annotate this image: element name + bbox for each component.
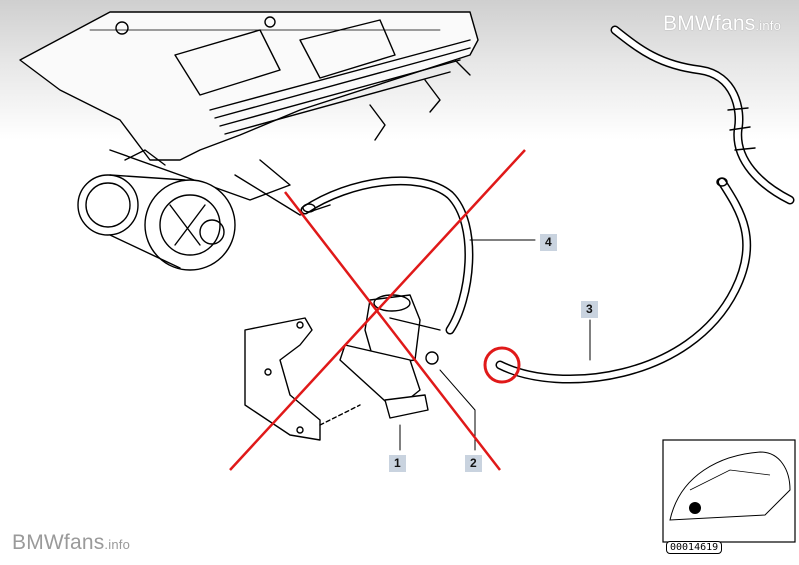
callout-4: 4 bbox=[540, 234, 557, 251]
leader-lines bbox=[399, 239, 591, 451]
vacuum-hose-3 bbox=[495, 25, 795, 384]
watermark-top: BMWfans.info bbox=[663, 12, 781, 35]
solenoid-valve bbox=[339, 294, 441, 419]
throttle-body bbox=[77, 149, 236, 271]
inset-car-thumbnail bbox=[662, 439, 796, 543]
watermark-bottom: BMWfans.info bbox=[12, 531, 130, 554]
callout-3: 3 bbox=[581, 301, 598, 318]
intake-manifold bbox=[19, 11, 479, 216]
callout-1: 1 bbox=[389, 455, 406, 472]
highlight-circle bbox=[483, 346, 521, 384]
vacuum-hose-4 bbox=[300, 176, 474, 335]
inset-part-number: 00014619 bbox=[666, 541, 723, 554]
strike-x bbox=[229, 149, 526, 471]
mounting-bracket bbox=[244, 317, 361, 441]
callout-2: 2 bbox=[465, 455, 482, 472]
